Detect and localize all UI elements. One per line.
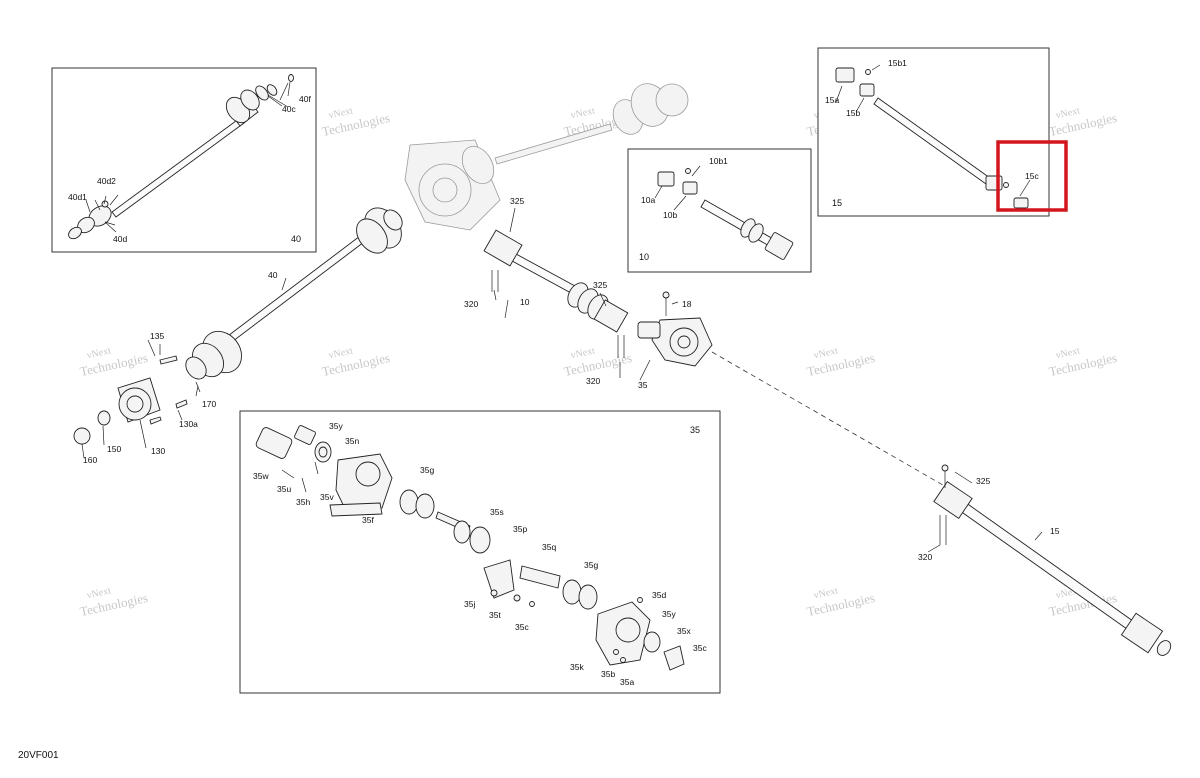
callout-labels: 40f 40c 40d2 40d1 40d 40 325 10 320 325 … [68, 58, 1060, 687]
callout-35d: 35d [652, 590, 666, 600]
callout-35g-upper: 35g [420, 465, 434, 475]
callout-35b: 35b [601, 669, 615, 679]
watermark-line1: vNext [1055, 345, 1081, 361]
wheel-hub-assembly [73, 344, 201, 445]
callout-35x: 35x [677, 626, 691, 636]
rear-propeller-shaft [933, 464, 1172, 656]
figure-code: 20VF001 [18, 750, 59, 761]
callout-35c-right: 35c [693, 643, 707, 653]
watermark-line1: vNext [328, 105, 354, 121]
callout-35u: 35u [277, 484, 291, 494]
callout-35: 35 [638, 380, 648, 390]
callout-35n: 35n [345, 436, 359, 446]
watermark-line1: vNext [328, 345, 354, 361]
detail-box-10-label: 10 [639, 252, 649, 262]
watermark-line1: vNext [570, 345, 596, 361]
callout-40d2: 40d2 [97, 176, 116, 186]
callout-40f: 40f [299, 94, 311, 104]
front-differential-background [404, 83, 689, 231]
callout-35p: 35p [513, 524, 527, 534]
callout-130a: 130a [179, 419, 198, 429]
callout-35a: 35a [620, 677, 634, 687]
callout-35v: 35v [320, 492, 334, 502]
detail-box-15-label: 15 [832, 198, 842, 208]
callout-15b1: 15b1 [888, 58, 907, 68]
callout-40d1: 40d1 [68, 192, 87, 202]
watermark-line1: vNext [86, 585, 112, 601]
detail-box-35-label: 35 [690, 425, 700, 435]
callout-35f: 35f [362, 515, 374, 525]
callout-35y-lower: 35y [662, 609, 676, 619]
watermark-line1: vNext [813, 345, 839, 361]
callout-325-mid: 325 [593, 280, 607, 290]
callout-160: 160 [83, 455, 97, 465]
callout-10: 10 [520, 297, 530, 307]
watermark-line1: vNext [813, 585, 839, 601]
callout-35w: 35w [253, 471, 269, 481]
callout-10b1: 10b1 [709, 156, 728, 166]
callout-35j: 35j [464, 599, 475, 609]
callout-130: 130 [151, 446, 165, 456]
callout-15c: 15c [1025, 171, 1039, 181]
detail-15-shaft [835, 67, 1029, 209]
leader-lines [81, 64, 1043, 553]
highlight-box [996, 140, 1068, 212]
callout-18: 18 [682, 299, 692, 309]
callout-10b: 10b [663, 210, 677, 220]
callout-320-front: 320 [464, 299, 478, 309]
callout-135: 135 [150, 331, 164, 341]
callout-320-rear: 320 [918, 552, 932, 562]
watermark-line1: vNext [86, 345, 112, 361]
callout-40d: 40d [113, 234, 127, 244]
callout-35q: 35q [542, 542, 556, 552]
callout-320-mid: 320 [586, 376, 600, 386]
assembly-alignment-line [711, 351, 956, 493]
watermark-line1: vNext [570, 105, 596, 121]
detail-box-40-label: 40 [291, 234, 301, 244]
detail-box-15 [817, 47, 1050, 217]
front-drive-axle [185, 207, 403, 380]
callout-35t: 35t [489, 610, 501, 620]
callout-15b: 15b [846, 108, 860, 118]
detail-10-shaft [657, 168, 794, 260]
callout-10a: 10a [641, 195, 655, 205]
front-propeller-shaft [483, 229, 629, 358]
watermark-line1: vNext [1055, 105, 1081, 121]
callout-325-rear: 325 [976, 476, 990, 486]
callout-35g-lower: 35g [584, 560, 598, 570]
callout-15a: 15a [825, 95, 839, 105]
callout-15: 15 [1050, 526, 1060, 536]
callout-325-front: 325 [510, 196, 524, 206]
detail-35-gearbox-exploded [255, 425, 685, 671]
front-gearbox [637, 291, 713, 367]
callout-150: 150 [107, 444, 121, 454]
axle-shaft-detail [68, 74, 294, 240]
callout-170: 170 [202, 399, 216, 409]
callout-40: 40 [268, 270, 278, 280]
callout-35h: 35h [296, 497, 310, 507]
callout-40c: 40c [282, 104, 296, 114]
callout-35c-left: 35c [515, 622, 529, 632]
callout-35s: 35s [490, 507, 504, 517]
callout-35y: 35y [329, 421, 343, 431]
callout-35k: 35k [570, 662, 584, 672]
